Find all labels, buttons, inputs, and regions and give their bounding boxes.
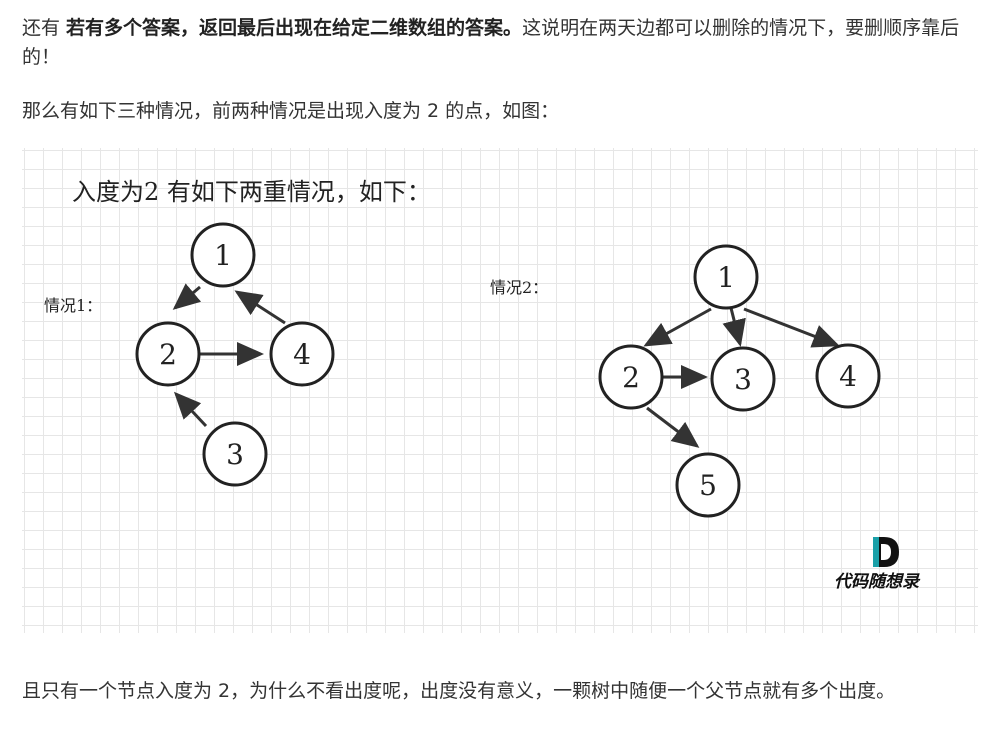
case2-node-3: 3 — [710, 346, 776, 412]
svg-text:4: 4 — [293, 338, 311, 371]
svg-text:2: 2 — [622, 361, 640, 394]
case2-node-4: 4 — [815, 343, 881, 409]
case2-node-1: 1 — [693, 244, 759, 310]
case2-edge-1-2 — [643, 307, 712, 347]
svg-text:1: 1 — [214, 239, 232, 272]
svg-text:1: 1 — [717, 261, 735, 294]
case2-edge-1-3 — [722, 307, 746, 347]
svg-text:5: 5 — [699, 469, 717, 502]
diagram-canvas: 入度为2 有如下两重情况，如下： 情况1： 情况2： 1 2 4 3 — [44, 178, 921, 592]
intro-suffix: 这说明在两天边都可以删除的情况下，要删顺序靠后的！ — [22, 17, 960, 68]
case1-edge-3-2 — [173, 391, 208, 428]
case1-node-3: 3 — [202, 421, 268, 487]
intro-paragraph: 还有 若有多个答案，返回最后出现在给定二维数组的答案。这说明在两天边都可以删除的… — [22, 14, 967, 72]
case1-node-1: 1 — [190, 222, 256, 288]
case2-edge-1-4 — [743, 307, 840, 348]
watermark-text: 代码随想录 — [834, 572, 921, 592]
svg-text:3: 3 — [734, 363, 752, 396]
svg-text:4: 4 — [839, 360, 857, 393]
case1-edge-1-2 — [172, 283, 202, 310]
watermark-logo: 代码随想录 — [834, 537, 921, 592]
intro-prefix: 还有 — [22, 17, 67, 39]
svg-text:3: 3 — [226, 438, 244, 471]
case1-edge-4-1 — [234, 290, 286, 325]
case1-label: 情况1： — [44, 296, 102, 315]
diagram-title: 入度为2 有如下两重情况，如下： — [72, 178, 431, 206]
conclusion-paragraph: 且只有一个节点入度为 2，为什么不看出度呢，出度没有意义，一颗树中随便一个父节点… — [22, 680, 896, 702]
case1-node-4: 4 — [269, 321, 335, 387]
case1-node-2: 2 — [135, 321, 201, 387]
in-degree-diagram: 入度为2 有如下两重情况，如下： 情况1： 情况2： 1 2 4 3 — [22, 148, 978, 633]
case2-label: 情况2： — [490, 278, 548, 297]
cases-paragraph: 那么有如下三种情况，前两种情况是出现入度为 2 的点，如图： — [22, 100, 560, 122]
case2-node-2: 2 — [598, 344, 664, 410]
intro-bold: 若有多个答案，返回最后出现在给定二维数组的答案。 — [66, 17, 523, 39]
svg-text:2: 2 — [159, 338, 177, 371]
case2-edge-2-5 — [646, 406, 700, 448]
case2-node-5: 5 — [675, 452, 741, 518]
